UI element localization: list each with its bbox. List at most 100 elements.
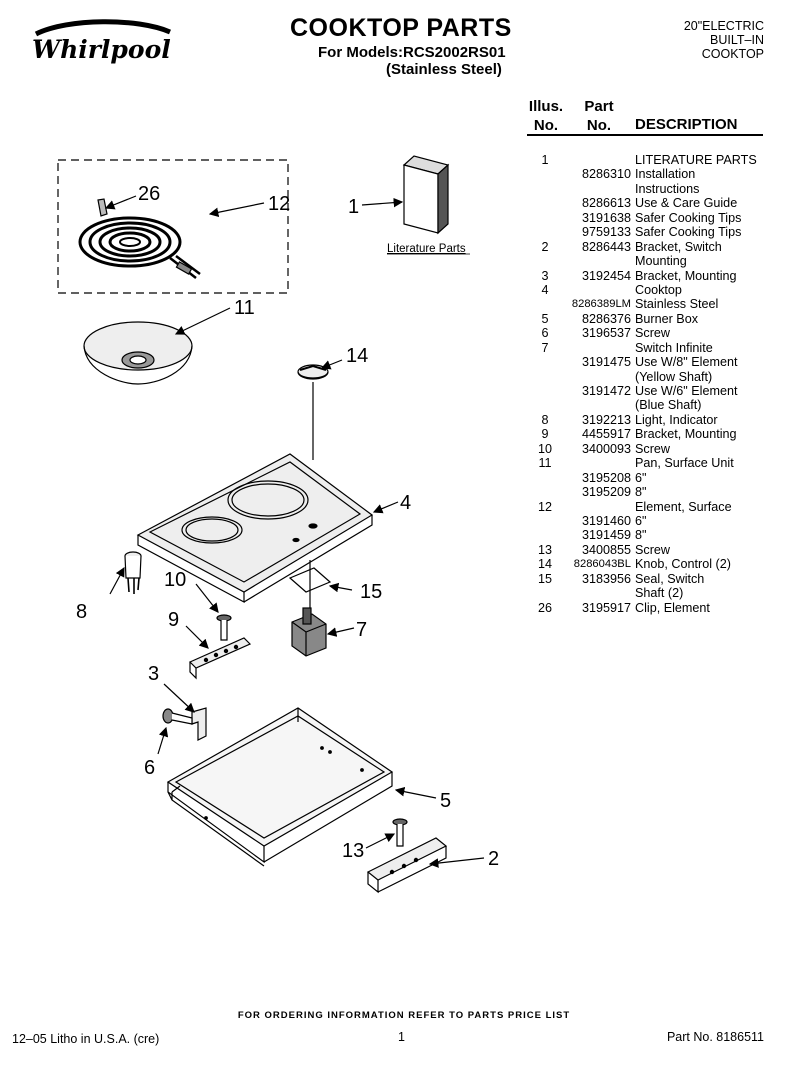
- part-description: Use W/8" Element: [635, 355, 738, 370]
- illus-number: 7: [541, 340, 549, 355]
- callout-leaders: [104, 195, 485, 868]
- part-description: Bracket, Mounting: [635, 268, 737, 283]
- model-line: For Models:RCS2002RS01: [318, 44, 506, 61]
- part-number: 3192454: [581, 268, 631, 283]
- callout-12: 12: [268, 193, 290, 215]
- column-header-illus: Illus. No.: [527, 97, 565, 135]
- part-description: 8": [635, 485, 647, 500]
- indicator-light: [124, 551, 142, 594]
- part-description: Use W/6" Element: [635, 384, 738, 398]
- part-description: Screw: [635, 542, 670, 557]
- callout-3: 3: [148, 663, 159, 685]
- whirlpool-logo: Whirlpool: [32, 19, 172, 64]
- column-header-illus-line2: No.: [533, 117, 559, 134]
- part-description: Seal, Switch: [635, 571, 705, 586]
- part-number: 8286376: [581, 311, 631, 326]
- part-number: 3195917: [581, 600, 631, 615]
- part-description: Screw: [635, 326, 670, 341]
- page-title: COOKTOP PARTS: [290, 14, 512, 42]
- part-description: Light, Indicator: [635, 412, 718, 427]
- element-clip: [97, 198, 108, 217]
- page-number: 1: [398, 1030, 405, 1044]
- part-number: 3195209: [581, 485, 631, 500]
- callout-26: 26: [138, 183, 160, 205]
- illus-number: 8: [541, 412, 549, 427]
- finish-line: (Stainless Steel): [386, 61, 502, 78]
- mounting-bracket-3: [191, 707, 207, 741]
- illus-number: 3: [541, 268, 549, 283]
- part-number: 3400093: [581, 441, 631, 456]
- screw-10: [216, 614, 232, 641]
- exploded-parts-diagram: 1 2 3 4 5 6 7 8 9 10 11 12 13 14 15 26 L…: [57, 155, 499, 894]
- illus-number: 9: [541, 427, 549, 442]
- illus-number: 1: [541, 153, 549, 167]
- callout-9: 9: [168, 609, 179, 631]
- illus-number: 12: [537, 499, 552, 514]
- part-description: Mounting: [635, 254, 687, 269]
- part-number: 8286613: [581, 196, 631, 211]
- screw-6: [162, 708, 193, 725]
- part-number: 3191638: [581, 210, 631, 225]
- part-number: 3195208: [581, 470, 631, 485]
- burner-box: [166, 707, 394, 867]
- illus-number: 11: [538, 456, 552, 471]
- callout-10: 10: [164, 569, 186, 591]
- screw-13: [392, 818, 408, 847]
- callout-2: 2: [488, 848, 499, 870]
- part-number: 9759133: [581, 225, 631, 240]
- callout-6: 6: [144, 757, 155, 779]
- part-description: Burner Box: [635, 311, 698, 326]
- part-description: Bracket, Mounting: [635, 427, 737, 442]
- column-header-part-line1: Part: [584, 98, 614, 115]
- part-description: Shaft (2): [635, 586, 684, 601]
- part-number: 3191460: [581, 513, 631, 528]
- column-header-part-line2: No.: [586, 117, 612, 134]
- column-header-description: DESCRIPTION: [635, 116, 738, 133]
- header-rule: [527, 134, 763, 136]
- column-header-part: Part No.: [580, 97, 618, 135]
- callout-11: 11: [234, 297, 255, 319]
- part-description: Clip, Element: [635, 600, 710, 615]
- part-description: Pan, Surface Unit: [635, 456, 734, 471]
- part-number: 8286043BL: [573, 558, 631, 571]
- callout-5: 5: [440, 790, 451, 812]
- callout-7: 7: [356, 619, 367, 641]
- part-description: Bracket, Switch: [635, 239, 722, 254]
- illus-number: 2: [541, 239, 549, 254]
- mounting-bracket-9: [188, 637, 252, 680]
- ordering-note: FOR ORDERING INFORMATION REFER TO PARTS …: [237, 1010, 571, 1021]
- callout-1: 1: [348, 196, 359, 218]
- product-type-line2: BUILT–IN: [710, 33, 764, 47]
- part-number: 3183956: [581, 571, 631, 586]
- part-description: (Yellow Shaft): [635, 369, 713, 384]
- part-description: Installation: [635, 167, 696, 182]
- switch-mounting-bracket: [366, 837, 448, 894]
- callout-14: 14: [346, 345, 368, 367]
- infinite-switch: [291, 607, 327, 657]
- part-description: Screw: [635, 441, 670, 456]
- illus-number: 6: [541, 326, 549, 341]
- part-number: 8286389LM: [571, 298, 631, 311]
- illus-number: 5: [541, 311, 549, 326]
- part-description: Knob, Control (2): [635, 557, 731, 572]
- document-part-number: Part No. 8186511: [666, 1030, 764, 1044]
- cooktop-surface: [136, 453, 374, 604]
- callout-15: 15: [360, 581, 382, 603]
- part-number: 3400855: [581, 542, 631, 557]
- part-description: Switch Infinite: [635, 340, 713, 355]
- switch-shaft-seal: [288, 560, 332, 612]
- illus-number: 26: [537, 600, 552, 615]
- part-description: LITERATURE PARTS: [635, 153, 757, 167]
- part-description: Element, Surface: [635, 499, 732, 514]
- part-number: 8286310: [581, 167, 631, 182]
- literature-parts-label: Literature Parts: [387, 243, 466, 255]
- part-description: Instructions: [635, 181, 700, 196]
- illus-number: 14: [537, 557, 552, 572]
- part-number: 3192213: [581, 412, 631, 427]
- surface-unit-pan: [83, 321, 193, 385]
- part-number: 4455917: [581, 427, 631, 442]
- part-description: Stainless Steel: [635, 297, 719, 312]
- illus-number: 4: [541, 282, 549, 297]
- part-description: Safer Cooking Tips: [635, 225, 742, 240]
- part-number: 3191472: [581, 384, 631, 398]
